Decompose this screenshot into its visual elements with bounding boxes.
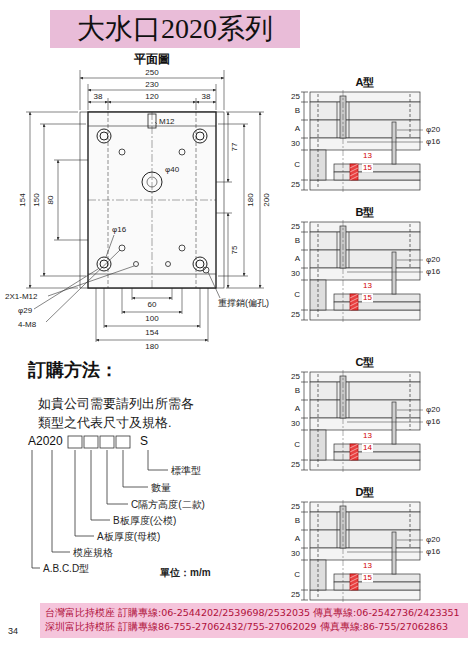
plate-dimension: 30 bbox=[291, 550, 300, 559]
dimension: 38 bbox=[202, 93, 211, 102]
plate-dimension: 25 bbox=[291, 223, 300, 232]
plate-dimension: 25 bbox=[291, 311, 300, 320]
contact-line: 深圳富比持模胚 訂購專線86-755-27062432/755-27062029… bbox=[45, 620, 463, 634]
red-callout: 15 bbox=[362, 574, 373, 583]
dimension: 120 bbox=[145, 93, 158, 102]
dimension: 180 bbox=[145, 343, 158, 352]
plate-dimension: A bbox=[295, 405, 300, 414]
dimension: 77 bbox=[231, 143, 240, 152]
unit-note: 單位：m/m bbox=[160, 567, 211, 578]
dimension: 250 bbox=[145, 69, 158, 78]
red-callout: 13 bbox=[362, 562, 373, 571]
callout: φ40 bbox=[165, 166, 179, 175]
red-callout: 14 bbox=[362, 444, 373, 453]
dimension: 154 bbox=[19, 193, 28, 206]
order-code: S bbox=[140, 435, 148, 448]
plate-dimension: A bbox=[295, 125, 300, 134]
plate-dimension: 30 bbox=[291, 420, 300, 429]
plate-dimension: 30 bbox=[291, 140, 300, 149]
dimension: 180 bbox=[247, 193, 256, 206]
leader-lines bbox=[34, 122, 220, 322]
dimension: 80 bbox=[47, 196, 56, 205]
callout: M12 bbox=[159, 118, 175, 127]
code-field: 標準型 bbox=[171, 465, 201, 476]
dimension: 75 bbox=[231, 246, 240, 255]
plate-dimension: B bbox=[295, 517, 300, 526]
callout: φ16 bbox=[426, 138, 440, 147]
plate-dimension: C bbox=[294, 161, 300, 170]
plate-dimension: C bbox=[294, 291, 300, 300]
footer-band: 台灣富比持模座 訂購專線:06-2544202/2539698/2532035 … bbox=[40, 603, 468, 638]
instruction-text: 如貴公司需要請列出所需各類型之代表尺寸及規格. bbox=[38, 395, 203, 433]
code-field: A板厚度(母模) bbox=[97, 531, 160, 542]
section-view bbox=[301, 370, 423, 472]
dimension: 100 bbox=[145, 315, 158, 324]
callout: φ29 bbox=[18, 307, 32, 316]
dimension: 38 bbox=[94, 93, 103, 102]
section-view bbox=[301, 90, 423, 192]
order-code: A2020 bbox=[28, 435, 63, 448]
code-field: C隔方高度(二款) bbox=[131, 499, 205, 510]
section-heading: 訂購方法： bbox=[28, 360, 118, 380]
red-callout: 13 bbox=[362, 282, 373, 291]
plate-dimension: 25 bbox=[291, 93, 300, 102]
plate-dimension: B bbox=[295, 237, 300, 246]
callout: 4-M8 bbox=[18, 321, 36, 330]
plate-dimension: 30 bbox=[291, 270, 300, 279]
plate-dimension: 25 bbox=[291, 503, 300, 512]
dimension: 150 bbox=[33, 193, 42, 206]
code-field: A.B.C.D型 bbox=[43, 563, 89, 574]
contact-line: 台灣富比持模座 訂購專線:06-2544202/2539698/2532035 … bbox=[45, 606, 463, 620]
callout: 重撑銷(偏孔) bbox=[218, 299, 269, 309]
plate-dimension: 25 bbox=[291, 373, 300, 382]
callout: φ16 bbox=[426, 548, 440, 557]
plate-dimension: C bbox=[294, 571, 300, 580]
mold-plate bbox=[80, 112, 224, 288]
dimension: 200 bbox=[263, 193, 272, 206]
dimension: 230 bbox=[145, 81, 158, 90]
callout: φ20 bbox=[426, 536, 440, 545]
section-view bbox=[301, 220, 423, 322]
code-field: 模座規格 bbox=[73, 547, 113, 558]
callout: 2X1-M12 bbox=[5, 293, 37, 302]
section-type: C型 bbox=[356, 356, 375, 368]
callout: φ20 bbox=[426, 256, 440, 265]
dimension: 154 bbox=[145, 329, 158, 338]
plate-dimension: A bbox=[295, 255, 300, 264]
plate-dimension: 25 bbox=[291, 181, 300, 190]
callout: φ20 bbox=[426, 406, 440, 415]
plate-dimension: A bbox=[295, 535, 300, 544]
red-callout: 15 bbox=[362, 164, 373, 173]
plate-dimension: B bbox=[295, 387, 300, 396]
callout: φ16 bbox=[426, 418, 440, 427]
red-callout: 15 bbox=[362, 294, 373, 303]
code-field: 數量 bbox=[151, 482, 171, 493]
plate-dimension: B bbox=[295, 107, 300, 116]
red-callout: 13 bbox=[362, 152, 373, 161]
page-number: 34 bbox=[8, 627, 18, 637]
code-field: B板厚度(公模) bbox=[113, 515, 176, 526]
plate-dimension: 25 bbox=[291, 461, 300, 470]
section-view bbox=[301, 500, 423, 602]
section-type: A型 bbox=[356, 76, 375, 88]
plate-dimension: C bbox=[294, 441, 300, 450]
title-text: 大水口2020系列 bbox=[54, 13, 296, 45]
callout: φ16 bbox=[112, 226, 126, 235]
section-type: D型 bbox=[356, 486, 375, 498]
dimension: 60 bbox=[148, 301, 157, 310]
callout: φ20 bbox=[426, 126, 440, 135]
title-band: 大水口2020系列 bbox=[50, 10, 300, 48]
callout: φ16 bbox=[426, 268, 440, 277]
red-callout: 13 bbox=[362, 432, 373, 441]
view-title: 平面圖 bbox=[134, 53, 170, 66]
section-type: B型 bbox=[356, 206, 375, 218]
plate-dimension: 25 bbox=[291, 591, 300, 600]
